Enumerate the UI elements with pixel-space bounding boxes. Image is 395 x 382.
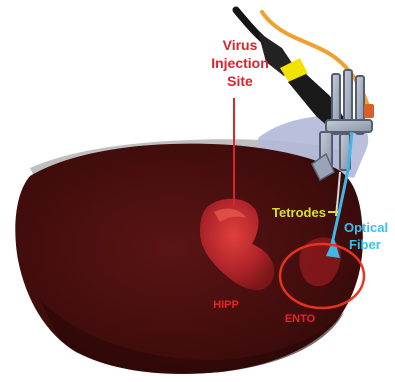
hipp-label: HIPP xyxy=(213,299,239,311)
tetrodes-label: Tetrodes xyxy=(272,205,326,220)
drive-accent xyxy=(364,104,374,118)
ento-label: ENTO xyxy=(285,313,316,325)
virus-label-line1: Virus xyxy=(223,37,258,53)
optical-fiber-label-line2: Fiber xyxy=(349,237,381,252)
virus-label-line3: Site xyxy=(227,73,253,89)
optical-fiber-label-line1: Optical xyxy=(344,220,388,235)
virus-label-line2: Injection xyxy=(211,55,269,71)
